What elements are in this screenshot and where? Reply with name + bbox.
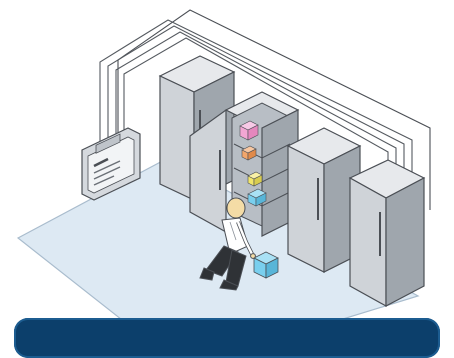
- wall-monitor-icon: [81, 127, 141, 201]
- wall-outline: [117, 9, 431, 210]
- storage-cabinet-icon: [348, 159, 426, 308]
- open-storage-cabinet: [189, 91, 300, 237]
- bottom-banner: [14, 318, 440, 358]
- package-box-icon: [241, 145, 257, 161]
- package-box-icon: [247, 171, 263, 187]
- kneeling-worker-icon: [199, 197, 256, 291]
- storage-cabinet-icon: [286, 127, 362, 273]
- cable-bundle: [99, 19, 413, 192]
- package-box-icon: [253, 251, 279, 279]
- package-box-icon: [239, 120, 259, 141]
- storage-room-illustration: [16, 9, 431, 342]
- package-box-icon: [247, 188, 267, 207]
